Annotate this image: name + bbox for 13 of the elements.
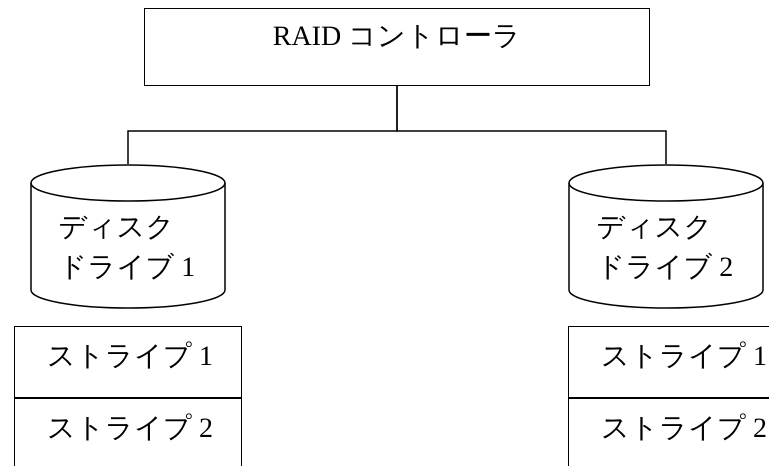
stripe-label: ストライプ 2	[601, 412, 767, 446]
stripe-label: ストライプ 1	[47, 340, 213, 374]
controller-box	[144, 8, 650, 86]
stripe-box	[568, 326, 769, 398]
stripe-box	[14, 398, 242, 466]
stripe-box	[568, 398, 769, 466]
drive-label: ディスクドライブ 2	[596, 211, 734, 285]
stripe-label: ストライプ 1	[601, 340, 767, 374]
stripe-box	[14, 326, 242, 398]
stripe-label: ストライプ 2	[47, 412, 213, 446]
controller-label: RAID コントローラ	[272, 20, 522, 54]
drive-label: ディスクドライブ 1	[58, 211, 196, 285]
connector-line	[396, 86, 667, 164]
